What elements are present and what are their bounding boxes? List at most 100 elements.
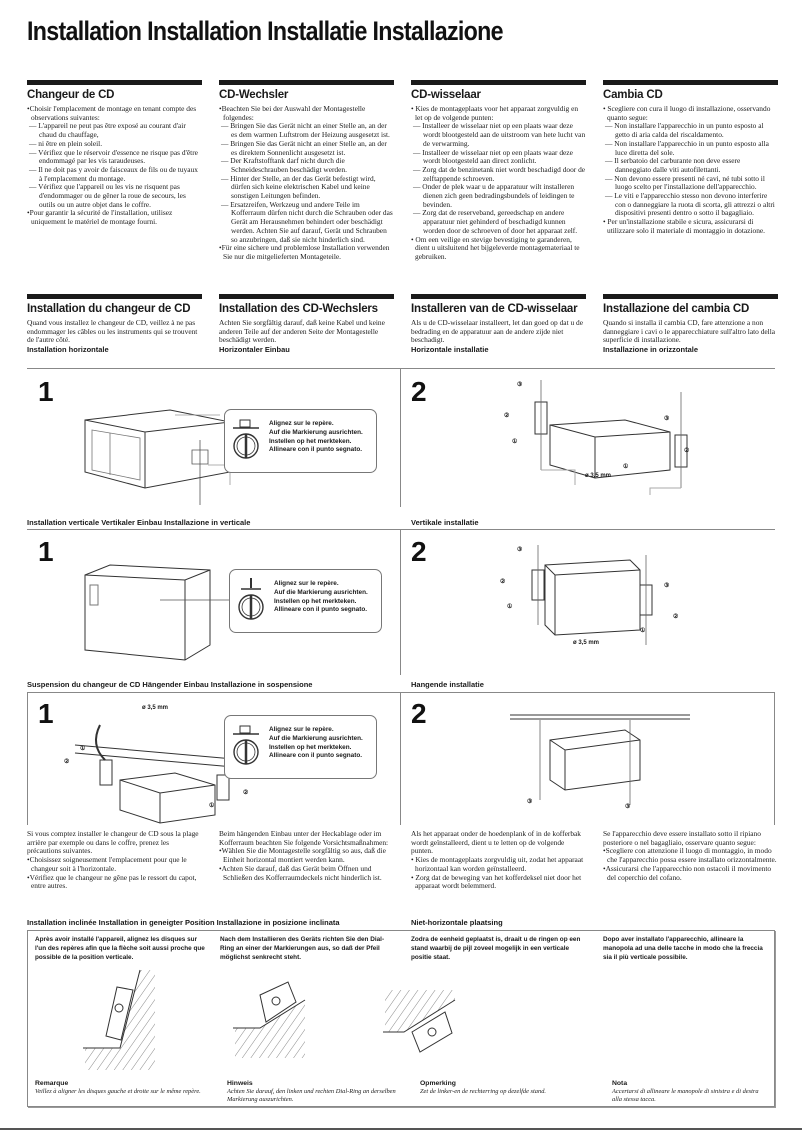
warning-item: Der Kraftstofftank darf nicht durch die … — [219, 156, 394, 174]
warning-item: Zorg dat de benzinetank niet wordt besch… — [411, 165, 586, 183]
align-mark-callout: Alignez sur le repère. Auf die Markierun… — [224, 409, 377, 473]
part-label: ① — [209, 803, 215, 809]
part-label: ② — [500, 579, 506, 585]
warning-item: Zorg dat de reserveband, gereedschap en … — [411, 209, 586, 235]
warning-item: Installeer de wisselaar niet op een plaa… — [411, 122, 586, 148]
panel-divider — [400, 529, 401, 675]
part-label: ③ — [527, 799, 533, 805]
suspension-bullet: •Wählen Sie die Montagestelle sorgfältig… — [219, 846, 386, 865]
suspension-intro: Si vous comptez installer le changeur de… — [27, 829, 199, 856]
inclined-instruction-fr: Après avoir installé l'appareil, alignez… — [35, 936, 205, 961]
part-label: ③ — [625, 804, 631, 810]
note-text: Veillez à aligner les disques gauche et … — [35, 1088, 201, 1095]
installation-column-de: Installation des CD-Wechslers Achten Sie… — [219, 294, 394, 354]
part-label: ② — [64, 759, 70, 765]
note-fr: Remarque Veillez à aligner les disques g… — [35, 1079, 210, 1096]
warning-intro: •Choisir l'emplacement de montage en ten… — [27, 104, 197, 122]
warning-item: Le viti e l'apparecchio stesso non devon… — [603, 191, 778, 218]
vertical-label-right: Vertikale installatie — [411, 518, 479, 527]
section-bar — [411, 294, 586, 299]
page-title: Installation Installation Installatie In… — [27, 16, 504, 46]
part-label: ① — [640, 628, 646, 634]
inclined-instruction-de: Nach dem Installieren des Geräts richten… — [220, 936, 385, 961]
drill-size-label: ø 3,5 mm — [573, 640, 600, 646]
callout-line: Auf die Markierung ausrichten. — [274, 588, 368, 596]
inclined-install-panel — [27, 930, 775, 1107]
dial-ring-icon — [238, 578, 264, 620]
vertical-label-left: Installation verticale Vertikaler Einbau… — [27, 518, 251, 527]
step-number: 2 — [411, 536, 427, 567]
section-text: Quand vous installez le changeur de CD, … — [27, 318, 198, 345]
warning-item: Onder de plek waar u de apparatuur wilt … — [411, 182, 586, 209]
installation-column-nl: Installeren van de CD-wisselaar Als u de… — [411, 294, 586, 354]
suspension-intro: Se l'apparecchio deve essere installato … — [603, 829, 761, 847]
warning-intro: • Scegliere con cura il luogo di install… — [603, 104, 771, 122]
section-bar — [27, 294, 202, 299]
page-bottom-rule — [0, 1128, 802, 1130]
subsection-heading: Horizontaler Einbau — [219, 345, 290, 354]
section-bar — [219, 294, 394, 299]
warning-item: Vérifiez que l'appareil ou les vis ne ri… — [27, 182, 202, 209]
section-text: Achten Sie sorgfältig darauf, daß keine … — [219, 318, 385, 345]
note-it: Nota Accertarsi di allineare le manopole… — [612, 1079, 767, 1104]
warning-item: Non installare l'apparecchio in un punto… — [603, 139, 778, 157]
warning-item: Bringen Sie das Gerät nicht an einer Ste… — [219, 139, 394, 157]
section-heading: CD-wisselaar — [411, 89, 481, 101]
align-mark-callout: Alignez sur le repère. Auf die Markierun… — [229, 569, 382, 633]
suspension-bullet: •Choisissez soigneusement l'emplacement … — [27, 855, 187, 873]
hanging-mount-drawing — [510, 714, 690, 805]
section-text: Als u de CD-wisselaar installeert, let d… — [411, 318, 583, 345]
subsection-heading: Horizontale installatie — [411, 345, 489, 354]
section-heading: Installazione del cambia CD — [603, 303, 750, 315]
section-bar — [27, 80, 202, 85]
warning-outro: •Für eine sichere und problemlose Instal… — [219, 243, 390, 261]
warning-item: Installeer de wisselaar niet op een plaa… — [411, 148, 586, 166]
note-title: Hinweis — [227, 1080, 253, 1087]
bracket-mounting-vertical-drawing — [531, 545, 653, 645]
part-label: ③ — [664, 416, 670, 422]
suspension-bullet: • Zorg dat de beweging van het kofferdek… — [411, 872, 582, 891]
warning-item: L'appareil ne peut pas être exposé au co… — [27, 121, 202, 139]
section-heading: Installation du changeur de CD — [27, 303, 191, 315]
callout-line: Allineare con il punto segnato. — [269, 446, 363, 454]
suspension-install-panel — [27, 692, 775, 825]
note-title: Remarque — [35, 1080, 69, 1087]
warning-item: Ersatzreifen, Werkzeug und andere Teile … — [219, 200, 394, 245]
note-text: Achten Sie darauf, den linken und rechte… — [227, 1088, 396, 1103]
suspension-text-it: Se l'apparecchio deve essere installato … — [603, 829, 778, 882]
suspension-intro: Als het apparaat onder de hoedenplank of… — [411, 829, 581, 856]
suspension-bullet: •Scegliere con attenzione il luogo di mo… — [603, 846, 777, 865]
warning-intro: •Beachten Sie bei der Auswahl der Montag… — [219, 104, 366, 122]
section-heading: Cambia CD — [603, 89, 663, 101]
part-label: ② — [673, 614, 679, 620]
warning-item: Vérifiez que le réservoir d'essence ne r… — [27, 148, 202, 166]
step-number: 2 — [411, 698, 427, 729]
drill-size-label: ø 3,5 mm — [142, 705, 169, 711]
suspension-bullet: •Vérifiez que le changeur ne gêne pas le… — [27, 872, 197, 891]
part-label: ① — [623, 464, 629, 470]
note-nl: Opmerking Zet de linker-en de rechterrin… — [420, 1079, 595, 1096]
warning-item: ni être en plein soleil. — [27, 139, 202, 149]
align-mark-callout: Alignez sur le repère. Auf die Markierun… — [224, 715, 377, 779]
part-label: ① — [80, 746, 86, 752]
section-heading: CD-Wechsler — [219, 89, 289, 101]
dial-ring-icon — [233, 725, 259, 765]
warning-item: Il serbatoio del carburante non deve ess… — [603, 156, 778, 174]
note-text: Zet de linker-en de rechterring op dezel… — [420, 1088, 546, 1095]
inclined-label-right: Niet-horizontale plaatsing — [411, 918, 503, 927]
callout-line: Alignez sur le repère. — [269, 726, 334, 733]
warning-column-fr: Changeur de CD •Choisir l'emplacement de… — [27, 80, 202, 227]
suspension-label-left: Suspension du changeur de CD Hängender E… — [27, 680, 313, 689]
horizontal-install-panel — [27, 368, 775, 507]
part-label: ③ — [517, 382, 523, 388]
warning-column-de: CD-Wechsler •Beachten Sie bei der Auswah… — [219, 80, 394, 262]
part-label: ② — [684, 448, 690, 454]
installation-column-fr: Installation du changeur de CD Quand vou… — [27, 294, 202, 354]
step-number: 1 — [38, 536, 54, 567]
suspension-label-right: Hangende installatie — [411, 680, 484, 689]
suspension-intro: Beim hängenden Einbau unter der Heckabla… — [219, 829, 389, 847]
callout-line: Instellen op het merkteken. — [269, 437, 352, 445]
section-text: Quando si installa il cambia CD, fare at… — [603, 318, 776, 345]
warning-column-nl: CD-wisselaar • Kies de montageplaats voo… — [411, 80, 586, 262]
step-number: 2 — [411, 376, 427, 407]
